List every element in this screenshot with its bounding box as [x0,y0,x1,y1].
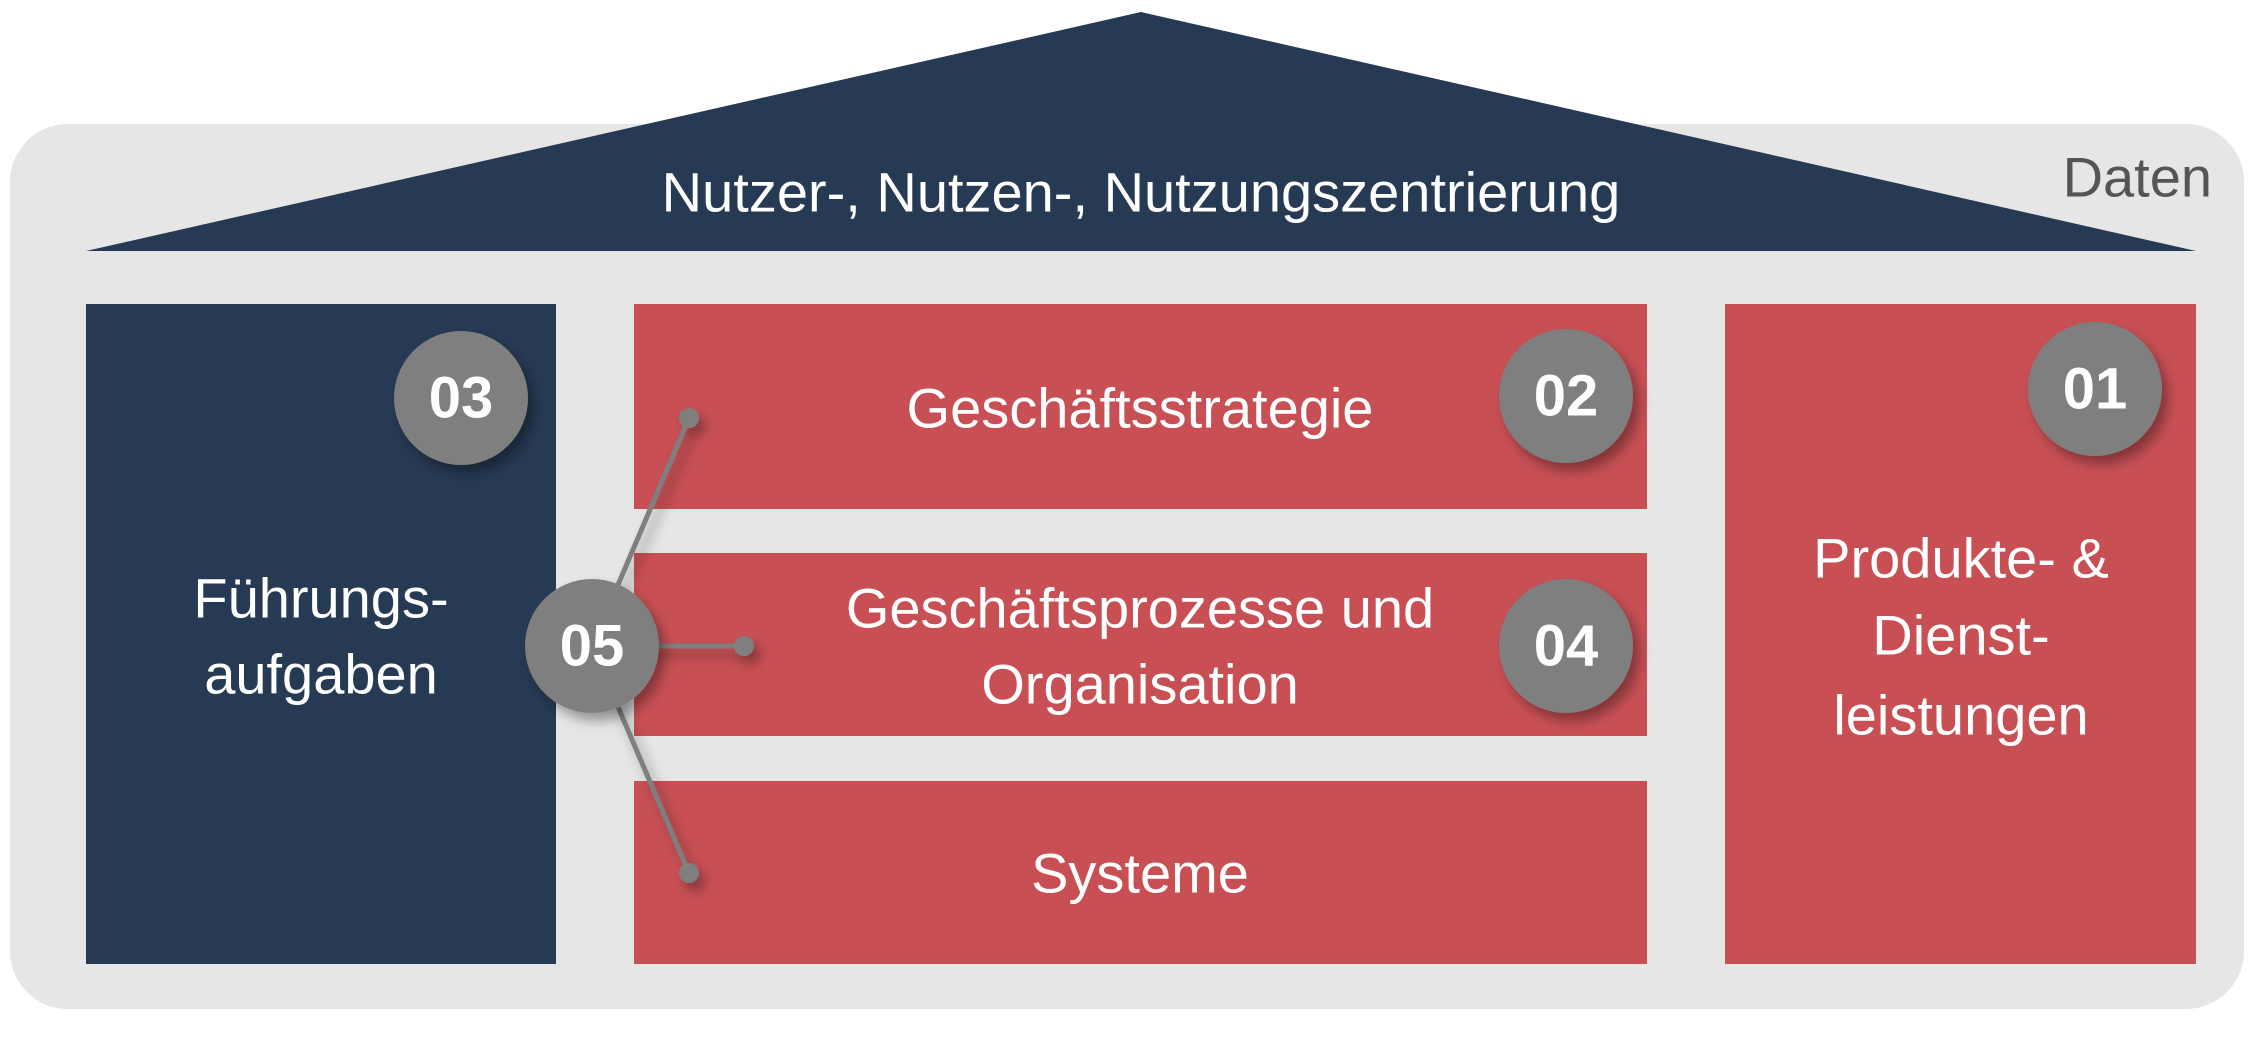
connector-dot-processes [734,636,754,656]
badge-04-label: 04 [1534,614,1599,679]
badge-03-label: 03 [429,366,494,431]
box-systems-label: Systeme [1031,842,1249,905]
badge-05-label: 05 [560,614,625,679]
box-systems [634,781,1647,964]
pillar-products-line1: Produkte- & [1813,527,2109,590]
badge-02-label: 02 [1534,364,1599,429]
connector-dot-strategy [679,408,699,428]
pillar-leadership-line1: Führungs- [193,567,448,630]
roof [86,12,2196,251]
badge-03: 03 [394,331,528,465]
box-processes [634,553,1647,736]
box-processes-line2: Organisation [981,653,1299,716]
badge-04: 04 [1499,579,1633,713]
badge-01: 01 [2028,322,2162,456]
badge-01-label: 01 [2063,357,2128,422]
data-frame-label: Daten [2063,146,2212,209]
badge-05: 05 [525,579,659,713]
roof-label: Nutzer-, Nutzen-, Nutzungszentrierung [662,161,1621,224]
pillar-products-line3: leistungen [1833,684,2088,747]
box-strategy [634,304,1647,509]
pillar-products-line2: Dienst- [1872,604,2049,667]
badge-02: 02 [1499,329,1633,463]
box-strategy-label: Geschäftsstrategie [907,377,1374,440]
pillar-leadership-line2: aufgaben [204,643,438,706]
connector-dot-systems [679,863,699,883]
box-processes-line1: Geschäftsprozesse und [846,577,1434,640]
